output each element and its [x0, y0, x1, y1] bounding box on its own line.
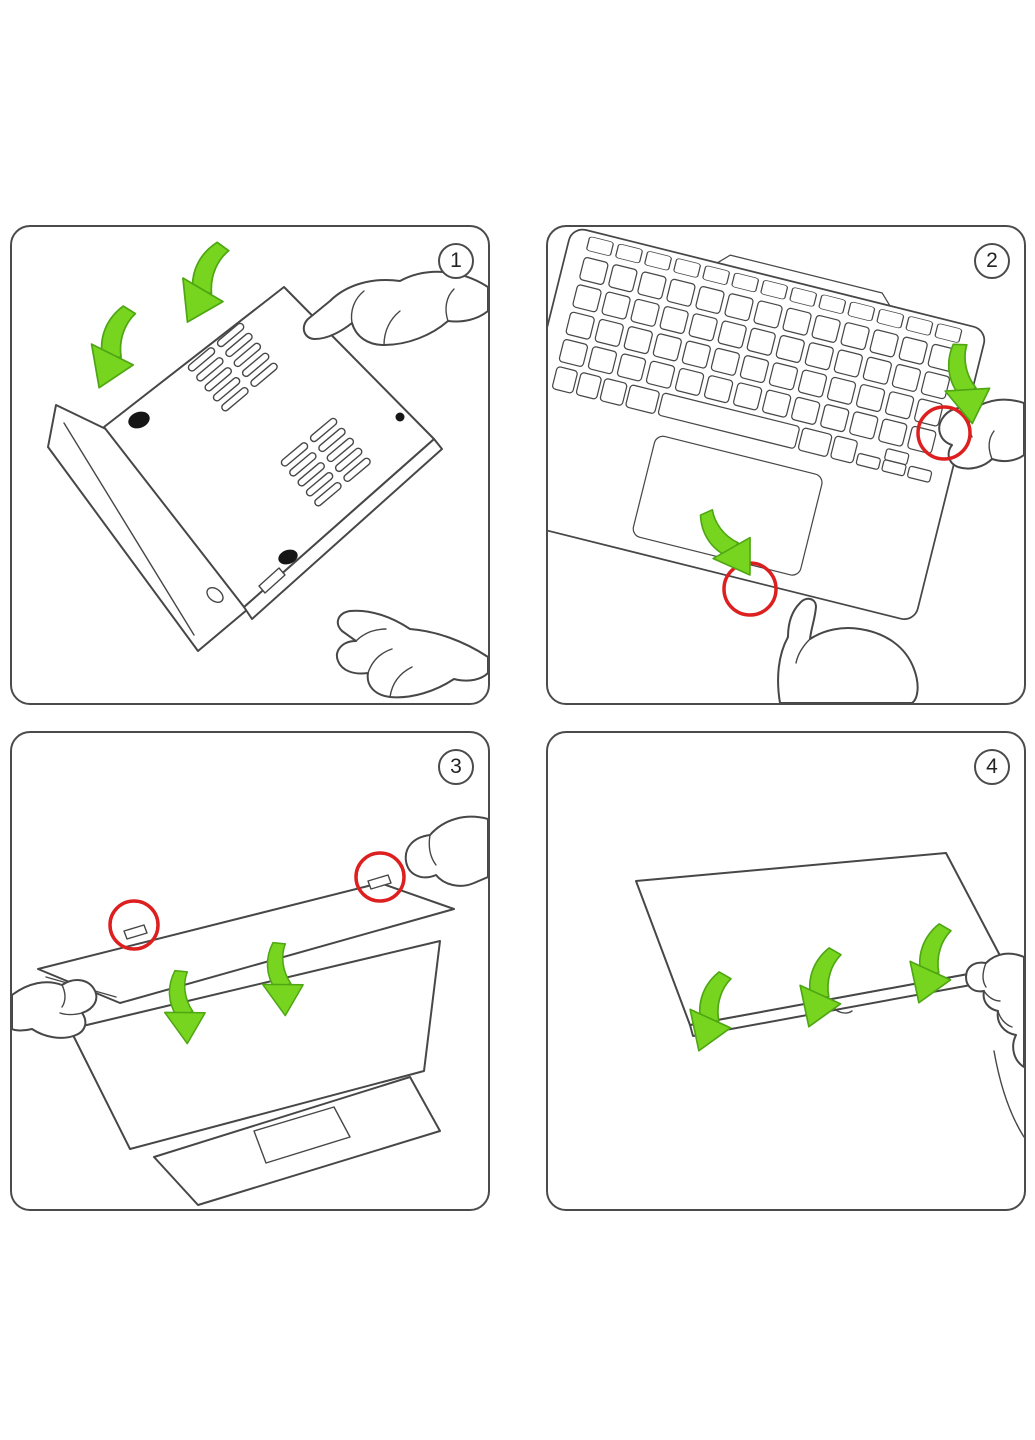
hinge-cover	[716, 254, 891, 307]
step-number: 2	[986, 249, 998, 272]
step-number: 3	[450, 755, 462, 778]
screw-dot	[395, 412, 405, 422]
hand-illustration-bottom	[777, 597, 919, 703]
hand-illustration-left	[12, 979, 98, 1039]
step-number-badge: 3	[438, 749, 474, 785]
illustration-press-front-edge	[635, 852, 1024, 1138]
forearm-line	[993, 1050, 1024, 1138]
green-arrow-icon	[78, 299, 151, 397]
laptop-bottom-case	[103, 286, 443, 620]
illustration-snap-edges	[548, 228, 1024, 703]
keyboard-bottom-row	[552, 366, 933, 483]
trackpad	[253, 1106, 351, 1164]
step-number-badge: 4	[974, 749, 1010, 785]
green-arrow-icon	[167, 234, 244, 333]
hand-illustration-right	[965, 952, 1024, 1138]
red-highlight-circle	[108, 899, 160, 951]
vent-slots-lower	[280, 417, 371, 507]
hand-illustration-right	[404, 815, 488, 887]
laptop-lid	[69, 940, 441, 1150]
step-panel-1: 1	[10, 225, 490, 705]
step-number: 4	[986, 755, 998, 778]
case-clip	[123, 924, 148, 940]
case-clip	[367, 874, 392, 890]
laptop-lid-open	[47, 404, 249, 652]
step-number-badge: 2	[974, 243, 1010, 279]
step-panel-4: 4	[546, 731, 1026, 1211]
red-highlight-circle	[916, 405, 972, 461]
hand-illustration-bottom	[336, 609, 488, 699]
hand-illustration-top	[302, 270, 488, 346]
step-number: 1	[450, 249, 462, 272]
red-highlight-circle	[354, 851, 406, 903]
laptop-base	[153, 1076, 441, 1206]
laptop-keyboard-view	[548, 228, 986, 621]
illustration-lid-cover-attach	[12, 815, 488, 1206]
trackpad	[632, 435, 823, 576]
illustration-bottom-case-attach	[47, 234, 488, 699]
apple-logo-outline	[206, 587, 224, 603]
hinge-notch	[258, 567, 286, 594]
spacebar-key	[657, 392, 800, 449]
rubber-foot	[278, 549, 298, 565]
step-panel-3: 3	[10, 731, 490, 1211]
step-number-badge: 1	[438, 243, 474, 279]
rubber-foot	[128, 411, 150, 429]
step-panel-2: 2	[546, 225, 1026, 705]
vent-slots-upper	[187, 322, 278, 412]
